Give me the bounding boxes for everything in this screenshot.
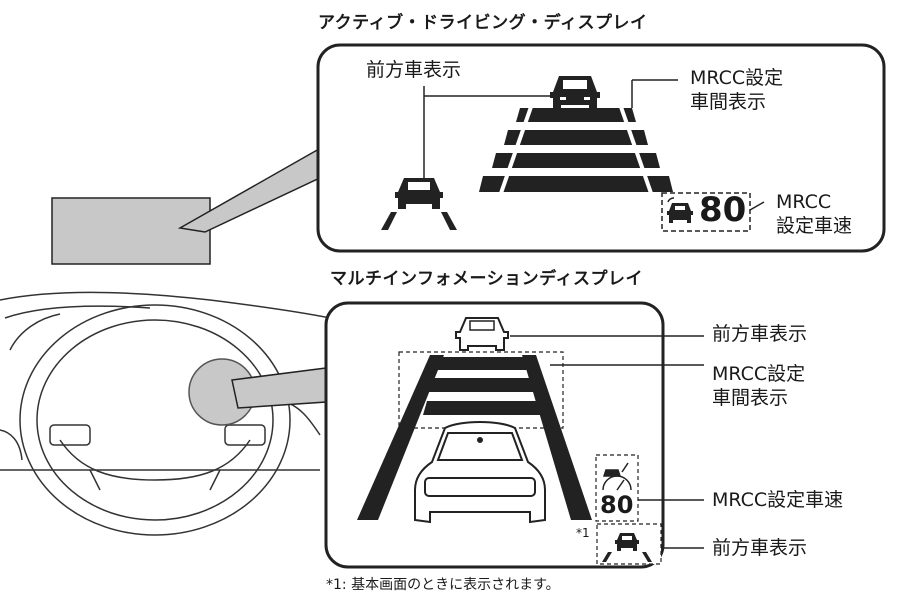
mid-label-front-vehicle: 前方車表示 <box>712 323 808 345</box>
windshield-projection-area <box>51 197 211 265</box>
mid-label-distance-2: 車間表示 <box>712 387 789 409</box>
add-leader-lines <box>423 79 765 211</box>
radar-car-icon <box>667 197 693 223</box>
mid-front-car-icon <box>455 317 509 351</box>
add-label-speed-2: 設定車速 <box>776 215 853 237</box>
mid-label-distance-1: MRCC設定 <box>712 363 806 385</box>
add-lane-gaps <box>498 103 654 197</box>
car-front-icon <box>550 76 600 110</box>
mid-distance-bars <box>423 357 541 415</box>
own-car-icon <box>381 178 457 230</box>
add-callout-pointer <box>177 143 327 233</box>
mid-label-speed: MRCC設定車速 <box>712 489 844 511</box>
speedometer-car-icon <box>602 462 632 491</box>
mid-speed-value: 80 <box>600 491 634 519</box>
add-label-front-vehicle: 前方車表示 <box>366 59 462 81</box>
mid-road-lines <box>357 355 592 520</box>
mid-note-mark: *1 <box>576 526 590 540</box>
mid-title: マルチインフォメーションディスプレイ <box>330 269 643 289</box>
mid-leader-lines <box>510 335 704 549</box>
add-distance-bars <box>479 108 673 192</box>
mid-small-car-icon <box>602 533 652 562</box>
add-label-distance-2: 車間表示 <box>690 91 767 113</box>
add-label-distance-1: MRCC設定 <box>690 67 784 89</box>
steering-wheel-illustration <box>0 291 331 536</box>
footnote: *1: 基本画面のときに表示されます。 <box>326 577 560 593</box>
add-title: アクティブ・ドライビング・ディスプレイ <box>318 13 648 33</box>
own-car-rear-illustration <box>414 421 546 524</box>
mid-label-front-vehicle-2: 前方車表示 <box>712 537 808 559</box>
add-speed-value: 80 <box>699 190 747 230</box>
add-label-speed-1: MRCC <box>776 191 832 213</box>
